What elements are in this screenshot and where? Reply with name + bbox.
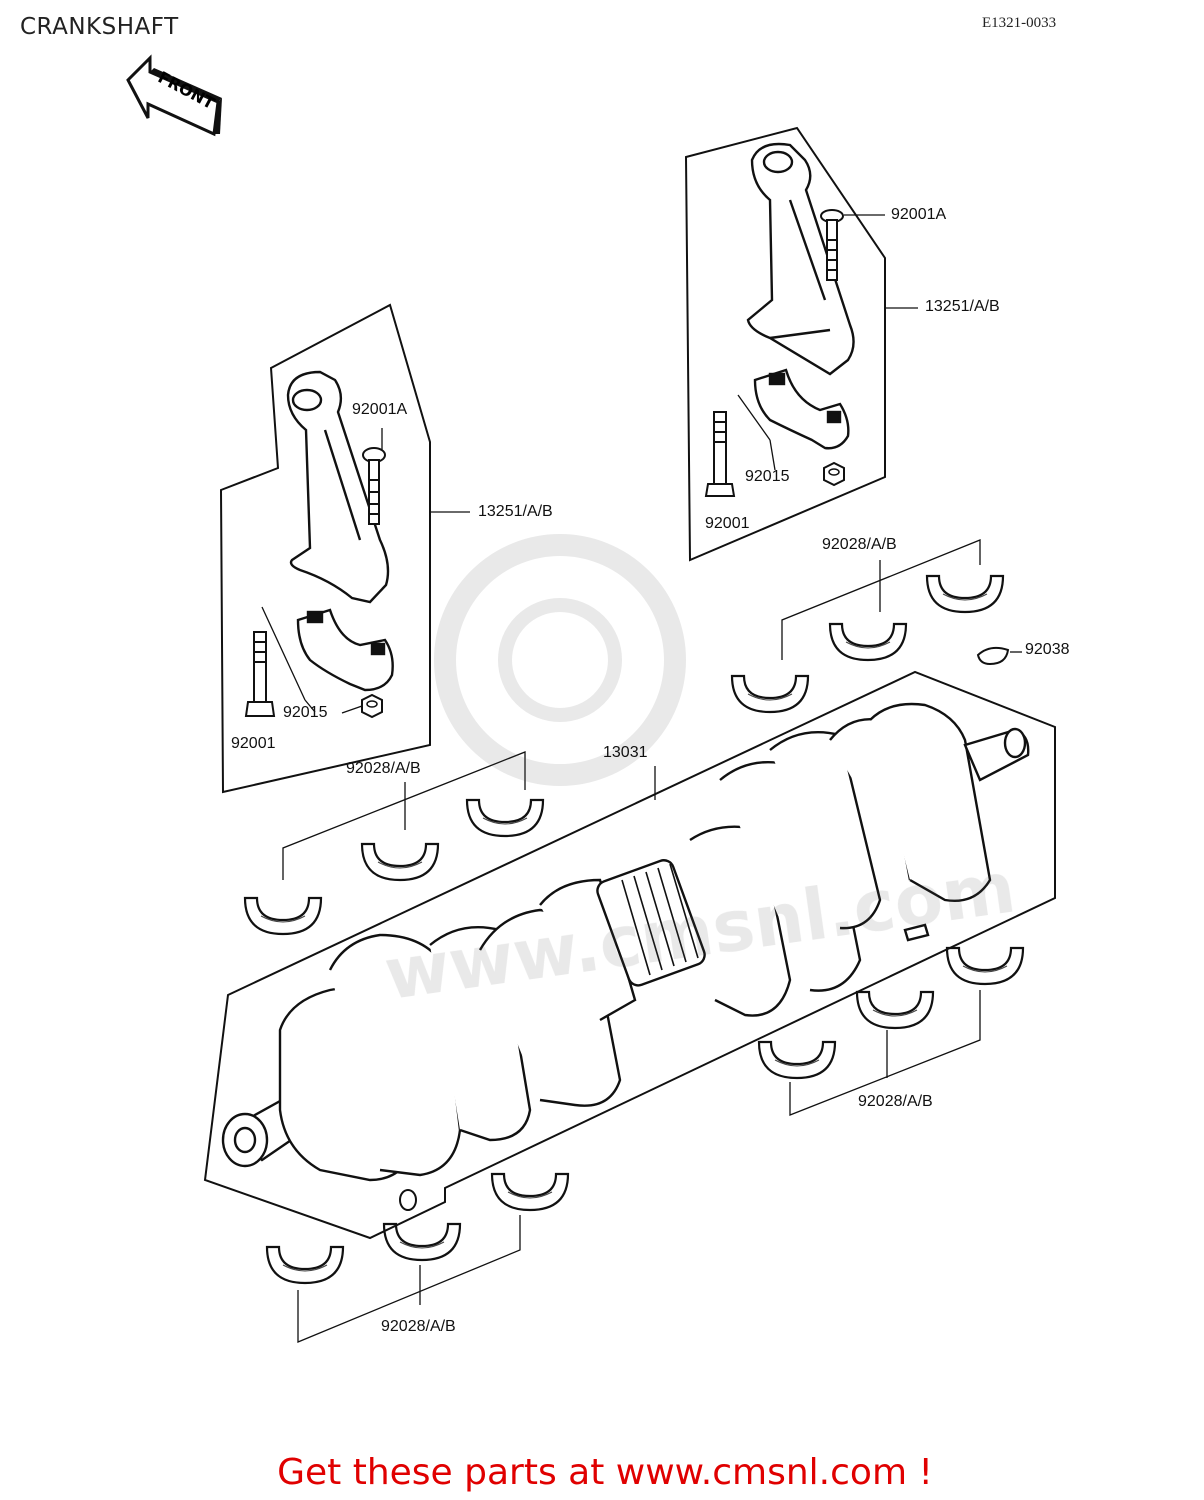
callout-bearings-lower-left: 92028/A/B — [381, 1318, 456, 1335]
bearing-shell-icon — [360, 842, 440, 882]
front-arrow-icon: FRONT — [126, 54, 222, 137]
bearing-shell-icon — [925, 574, 1005, 614]
callout-bearings-upper-right: 92028/A/B — [822, 536, 897, 553]
nut-icon-right — [823, 462, 845, 486]
bearing-shell-icon — [490, 1172, 570, 1212]
callout-rod-left-bolt: 92001 — [231, 735, 276, 752]
bearing-shell-icon — [730, 674, 810, 714]
callout-bearings-upper-left: 92028/A/B — [346, 760, 421, 777]
page-title: CRANKSHAFT — [20, 14, 179, 40]
bearing-group-upper-left — [243, 751, 545, 936]
bearing-shell-icon — [828, 622, 908, 662]
crankshaft-icon — [221, 702, 1030, 1182]
rod-cap-icon-left — [296, 608, 394, 692]
bolt-icon-left — [244, 631, 276, 717]
bearing-shell-icon — [945, 946, 1025, 986]
callout-rod-right-assembly: 13251/A/B — [925, 298, 1000, 315]
bearing-shell-icon — [757, 1040, 837, 1080]
crankshaft-frame — [203, 670, 1056, 1240]
promo-link[interactable]: Get these parts at www.cmsnl.com ! — [277, 1452, 933, 1493]
callout-bearings-lower-right: 92028/A/B — [858, 1093, 933, 1110]
bearing-shell-icon — [382, 1222, 462, 1262]
right-rod-frame — [684, 126, 886, 562]
bolt-icon-right-top — [820, 209, 844, 281]
left-rod-frame — [219, 303, 431, 794]
leader-lines — [261, 214, 918, 714]
bearing-group-upper-right — [730, 539, 1005, 714]
callout-key: 92038 — [1025, 641, 1070, 658]
dowel-icon — [399, 1189, 417, 1211]
callout-crankshaft: 13031 — [603, 744, 648, 761]
connecting-rod-icon-left — [286, 370, 390, 604]
bolt-icon-right — [704, 411, 736, 497]
bearing-shell-icon — [265, 1245, 345, 1285]
bearing-shell-icon — [243, 896, 323, 936]
rod-cap-icon-right — [753, 368, 850, 450]
nut-icon-left — [361, 694, 383, 718]
callout-rod-right-nut: 92015 — [745, 468, 790, 485]
bearing-group-lower-left — [265, 1172, 570, 1343]
bearing-group-lower-right — [757, 946, 1025, 1116]
callout-rod-left-assembly: 13251/A/B — [478, 503, 553, 520]
callout-rod-left-nut: 92015 — [283, 704, 328, 721]
callout-rod-left-bolt-top: 92001A — [352, 401, 408, 418]
callout-rod-right-bolt-top: 92001A — [891, 206, 947, 223]
key-icon — [976, 646, 1022, 666]
bearing-shell-icon — [465, 798, 545, 838]
document-reference: E1321-0033 — [982, 15, 1057, 31]
bearing-shell-icon — [855, 990, 935, 1030]
bolt-icon-left-top — [362, 447, 386, 525]
connecting-rod-icon-right — [746, 142, 855, 376]
callout-rod-right-bolt: 92001 — [705, 515, 750, 532]
